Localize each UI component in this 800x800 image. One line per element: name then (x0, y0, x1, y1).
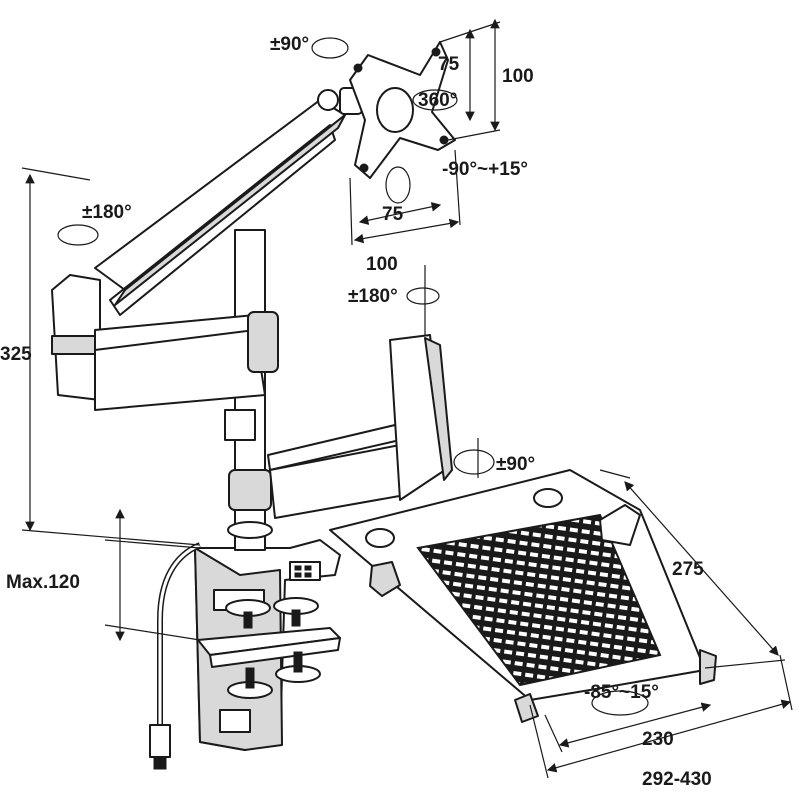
usb-cable (149, 542, 202, 770)
label-vesa-h-100: 100 (502, 66, 534, 87)
dimension-arrow-icon (21, 18, 793, 779)
label-vesa-h-75: 75 (438, 54, 460, 75)
label-tray-depth: 275 (672, 559, 704, 580)
label-vesa-w-75: 75 (382, 204, 404, 225)
label-tray-inner-width: 230 (642, 729, 674, 750)
label-tray-tilt: -85°~15° (584, 682, 659, 703)
label-tray-rotate: ±90° (496, 454, 535, 475)
desk-clamp (194, 539, 341, 751)
label-tray-width-range: 292-430 (642, 769, 712, 790)
label-arm-swivel: ±180° (82, 202, 132, 223)
laptop-arm (267, 334, 453, 519)
label-tray-swivel: ±180° (348, 286, 398, 307)
vesa-plate (349, 41, 456, 179)
dimension-labels: ±90° 75 100 360° -90°~+15° 75 100 ±180° … (0, 34, 712, 790)
label-vesa-swivel: 360° (418, 90, 457, 111)
monitor-arm (51, 87, 363, 411)
label-vesa-tilt: -90°~+15° (442, 159, 528, 180)
label-vesa-rotate: ±90° (270, 34, 309, 55)
label-height: 325 (0, 344, 32, 365)
label-clamp-max: Max.120 (6, 572, 80, 593)
label-vesa-w-100: 100 (366, 254, 398, 275)
laptop-tray (329, 469, 717, 723)
